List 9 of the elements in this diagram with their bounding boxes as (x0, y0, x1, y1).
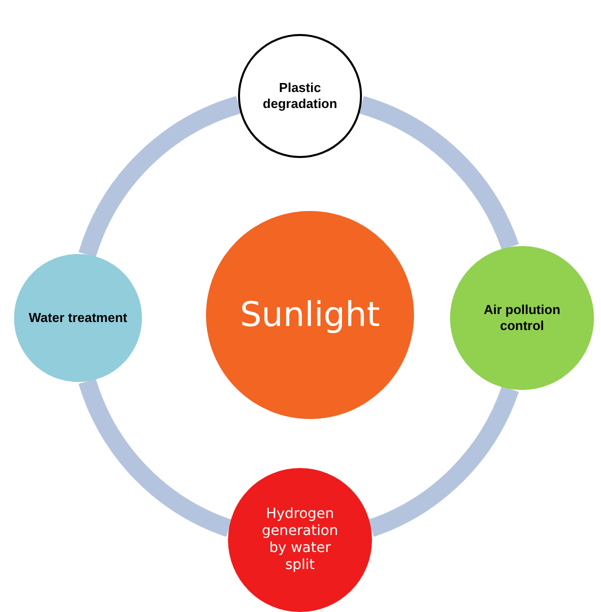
ring-connector (78, 96, 242, 258)
circle-label: Plastic degradation (262, 80, 338, 112)
circle-label: Air pollution control (482, 302, 562, 334)
ring-connector (78, 378, 232, 537)
circle-label: Hydrogen generation by water split (260, 506, 340, 574)
ring-connector (368, 386, 519, 537)
circle-label: Water treatment (28, 310, 128, 326)
ring-connector (358, 96, 519, 250)
circle-label: Sunlight (240, 294, 380, 336)
